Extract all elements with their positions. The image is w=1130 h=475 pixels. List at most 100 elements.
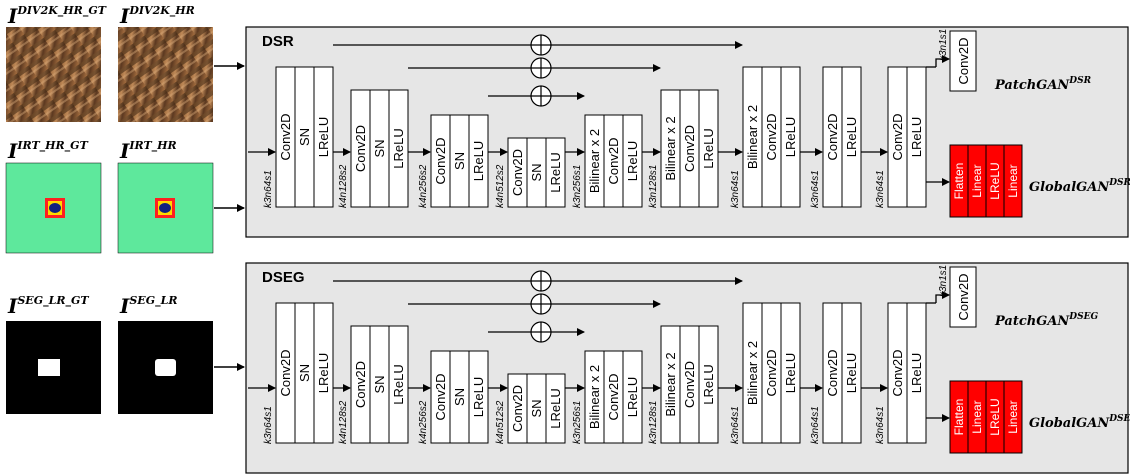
dseg-patch-conv-block: [949, 266, 977, 328]
dsr-layer-label: LReLU: [844, 117, 859, 157]
dseg-layer-label: Bilinear x 2: [663, 352, 678, 416]
dseg-layer-label: SN: [452, 388, 467, 406]
dseg-layer-label: Bilinear x 2: [745, 341, 760, 405]
dseg-layer-label: LReLU: [316, 353, 331, 393]
dsr-layer-label: SN: [372, 139, 387, 157]
dsr-patch-kernel-label: k3n1s1: [938, 29, 949, 61]
dseg-layer-cell: [468, 350, 489, 444]
dseg-layer-label: Conv2D: [433, 374, 448, 421]
dseg-layer-label: Conv2D: [764, 350, 779, 397]
dsr-layer-cell: [780, 66, 801, 208]
dsr-layer-label: Conv2D: [353, 125, 368, 172]
dseg-layer-label: Conv2D: [890, 350, 905, 397]
dseg-layer-label: Bilinear x 2: [587, 365, 602, 429]
dsr-layer-label: Conv2D: [825, 114, 840, 161]
dsr-patch-conv-block: [949, 30, 977, 92]
dseg-patch-arrow: [935, 291, 950, 303]
dsr-globalgan-label: GlobalGANDSR: [1029, 178, 1130, 195]
dseg-layer-label: LReLU: [844, 353, 859, 393]
dseg-layer-label: Conv2D: [353, 361, 368, 408]
div2k-hr-gt-image: [6, 27, 101, 122]
dsr-kernel-label: k3n64s1: [263, 170, 274, 208]
dseg-add-operator-icon: [530, 293, 552, 315]
img-label-div2k-hr-gt: IDIV2K_HR_GT: [7, 4, 107, 28]
thermal-images: [5, 162, 214, 254]
dseg-patch-conv-label: Conv2D: [956, 274, 971, 321]
input-arrows: [214, 62, 245, 371]
dsr-layer-label: Conv2D: [606, 138, 621, 185]
dseg-patch-kernel-label: k3n1s1: [938, 265, 949, 297]
dsr-kernel-label: k4n256s2: [418, 164, 429, 208]
dseg-kernel-label: k4n128s2: [338, 400, 349, 444]
dsr-skip-connections: [333, 34, 743, 107]
dsr-layer-label: Bilinear x 2: [663, 116, 678, 180]
dsr-layer-label: LReLU: [909, 117, 924, 157]
img-label-irt-hr: IIRT_HR: [119, 139, 177, 163]
dseg-kernel-label: k3n256s1: [572, 401, 583, 444]
dsr-layer-label: Conv2D: [433, 138, 448, 185]
dsr-global-layer-label: Linear: [1006, 164, 1020, 197]
dseg-layer-cell: [545, 373, 566, 444]
dseg-layer-label: LReLU: [548, 388, 563, 428]
mask-images: [6, 321, 213, 414]
dsr-layer-label: LReLU: [316, 117, 331, 157]
img-label-seg-lr-gt: ISEG_LR_GT: [7, 294, 89, 318]
dsr-layer-label: LReLU: [471, 141, 486, 181]
dsr-layer-cell: [698, 89, 719, 208]
dseg-layer-cell: [622, 350, 643, 444]
dseg-layer-label: Conv2D: [278, 350, 293, 397]
dsr-layer-cell: [468, 114, 489, 208]
dsr-global-layer-label: Flatten: [952, 163, 966, 200]
dsr-layer-label: LReLU: [625, 141, 640, 181]
dsr-global-layer-cell: [1003, 144, 1023, 218]
dseg-kernel-label: k4n512s2: [495, 400, 506, 444]
dsr-layer-label: SN: [529, 163, 544, 181]
dseg-global-layer-label: LReLU: [988, 398, 1002, 435]
img-label-seg-lr: ISEG_LR: [119, 294, 177, 318]
dsr-panel-title: DSR: [262, 33, 294, 50]
dsr-kernel-label: k4n512s2: [495, 164, 506, 208]
dsr-layer-label: Conv2D: [510, 149, 525, 196]
dsr-layer-label: Conv2D: [890, 114, 905, 161]
dseg-layer-cell: [841, 302, 862, 444]
dsr-patch-arrow: [935, 55, 950, 67]
dsr-layer-label: LReLU: [391, 128, 406, 168]
dseg-layer-cell: [313, 302, 334, 444]
dseg-layer-cell: [780, 302, 801, 444]
dsr-add-operator-icon: [530, 57, 552, 79]
dsr-layer-cell: [841, 66, 862, 208]
seg-lr-gt-image: [6, 321, 101, 414]
dseg-layer-label: SN: [372, 375, 387, 393]
dsr-layer-label: Conv2D: [764, 114, 779, 161]
dsr-kernel-label: k3n128s1: [648, 165, 659, 208]
dseg-layer-label: LReLU: [391, 364, 406, 404]
dsr-kernel-label: k3n64s1: [875, 170, 886, 208]
dsr-patch-conv-label: Conv2D: [956, 38, 971, 85]
dsr-layer-label: SN: [297, 128, 312, 146]
dsr-layer-label: Conv2D: [682, 125, 697, 172]
dsr-add-operator-icon: [530, 85, 552, 107]
dseg-layer-label: LReLU: [701, 364, 716, 404]
irt-hr-gt-image: [5, 162, 102, 254]
dseg-layer-cell: [388, 325, 409, 444]
dseg-layer-label: LReLU: [471, 377, 486, 417]
dseg-panel-title: DSEG: [262, 269, 305, 286]
image-labels: IDIV2K_HR_GT IDIV2K_HR IIRT_HR_GT IIRT_H…: [7, 4, 195, 318]
dseg-layer-label: SN: [297, 364, 312, 382]
